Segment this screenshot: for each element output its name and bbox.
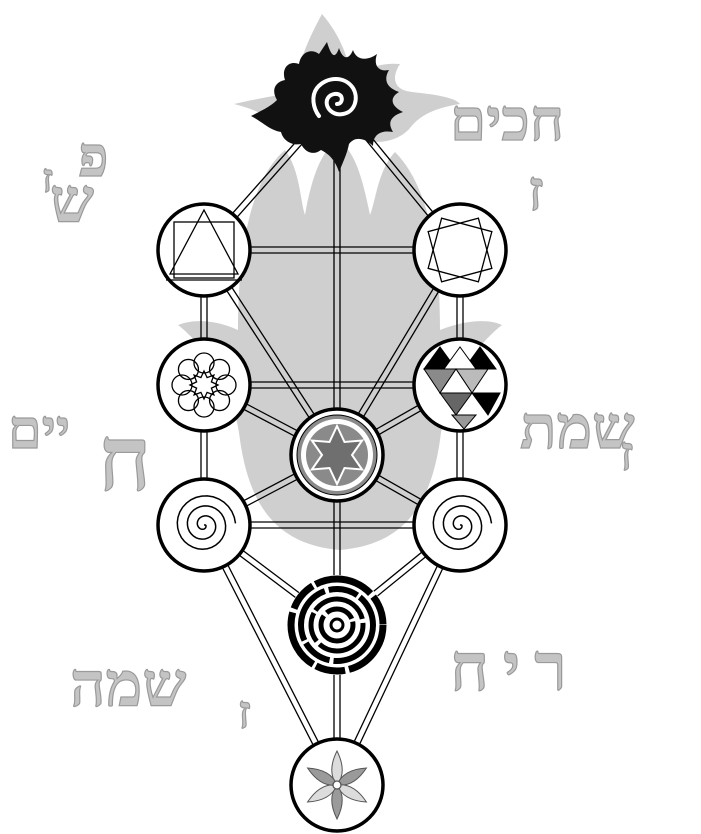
severity-node bbox=[414, 339, 506, 431]
word-middle-left-small: יים bbox=[8, 397, 70, 461]
word-lower-left: שמה bbox=[70, 648, 186, 721]
kingdom-node bbox=[291, 739, 383, 831]
letter-lower-left-final: ז bbox=[238, 685, 251, 739]
understanding-circle bbox=[414, 204, 506, 296]
letter-upper-right-final: ז bbox=[528, 158, 544, 224]
victory-node bbox=[158, 479, 250, 571]
word-lower-right: ריח bbox=[450, 628, 581, 706]
letter-upper-left-small: פ bbox=[78, 124, 108, 190]
crown-node bbox=[251, 42, 403, 172]
wisdom-node bbox=[158, 204, 250, 296]
flower-center bbox=[333, 781, 341, 789]
understanding-node bbox=[414, 204, 506, 296]
six-point-star-icon bbox=[297, 415, 377, 495]
letter-middle-right-final: ז bbox=[620, 426, 633, 482]
letter-upper-left-final: ז bbox=[42, 155, 53, 202]
mercy-node bbox=[158, 339, 250, 431]
letter-middle-left-large: ח bbox=[98, 406, 151, 512]
word-upper-right: חכים bbox=[450, 86, 564, 154]
ring-center bbox=[331, 619, 343, 631]
wisdom-circle bbox=[158, 204, 250, 296]
beauty-node bbox=[291, 409, 383, 501]
foundation-node bbox=[287, 575, 387, 675]
splendor-node bbox=[414, 479, 506, 571]
word-middle-right: שמת bbox=[520, 393, 635, 463]
